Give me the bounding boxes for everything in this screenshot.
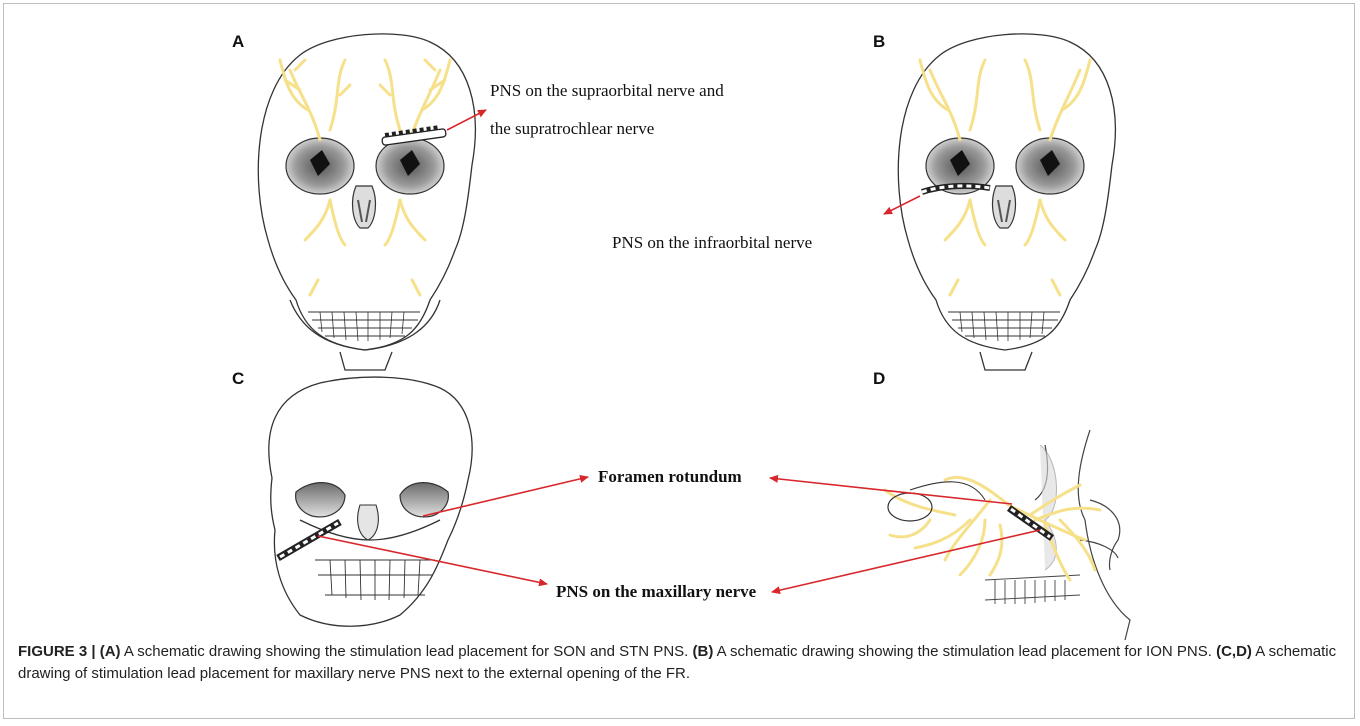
label-maxillary-nerve: PNS on the maxillary nerve bbox=[556, 582, 756, 602]
arrow-d-maxillary bbox=[772, 530, 1040, 592]
caption-tag-cd: (C,D) bbox=[1216, 643, 1252, 660]
figure-caption: FIGURE 3 | (A) A schematic drawing showi… bbox=[18, 641, 1338, 685]
caption-tag-a: (A) bbox=[100, 643, 121, 660]
label-foramen-rotundum: Foramen rotundum bbox=[598, 467, 742, 487]
nerves-d bbox=[885, 477, 1100, 580]
caption-text-b: A schematic drawing showing the stimulat… bbox=[713, 643, 1216, 660]
arrow-a bbox=[447, 110, 486, 130]
label-infraorbital: PNS on the infraorbital nerve bbox=[612, 233, 812, 253]
label-supraorbital-line2: the supratrochlear nerve bbox=[490, 119, 654, 139]
label-supraorbital-line1: PNS on the supraorbital nerve and bbox=[490, 81, 724, 101]
caption-tag-b: (B) bbox=[693, 643, 714, 660]
skull-d bbox=[985, 430, 1130, 640]
orbits-a bbox=[286, 138, 444, 228]
caption-figure-number: FIGURE 3 | bbox=[18, 643, 100, 660]
caption-text-a: A schematic drawing showing the stimulat… bbox=[121, 643, 693, 660]
orbits-b bbox=[926, 138, 1084, 228]
